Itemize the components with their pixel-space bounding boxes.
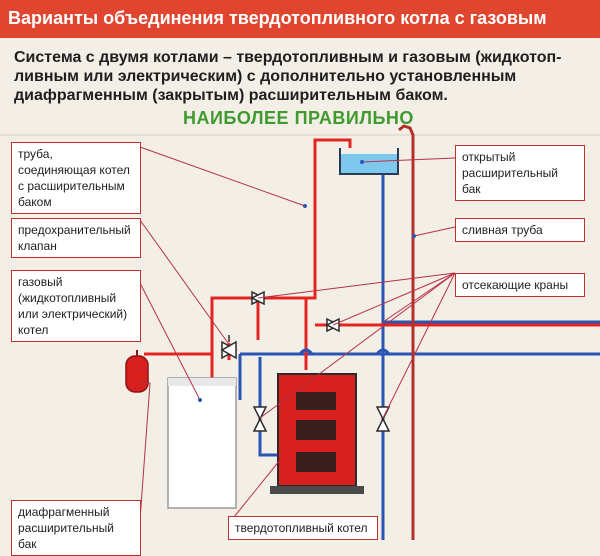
label-connecting-pipe: труба, соединяющая котел с расширительны…: [11, 142, 141, 214]
label-shutoff-valves: отсекающие краны: [455, 273, 585, 297]
label-open-tank: открытый расширительный бак: [455, 145, 585, 201]
label-solid-fuel-boiler: твердотопливный котел: [228, 516, 378, 540]
label-diaphragm-tank: диафрагменный расширительный бак: [11, 500, 141, 556]
safety-valve: [220, 335, 238, 360]
gas-boiler: [167, 377, 237, 509]
shutoff-valves: [250, 290, 391, 432]
leader-lines: [139, 146, 456, 523]
label-gas-boiler: газовый (жидкотопливный или электрически…: [11, 270, 141, 342]
valve-left: [252, 406, 268, 421]
description: Система с двумя котлами – твердотопливны…: [14, 49, 562, 104]
title-bar: Варианты объединения твердотопливного ко…: [0, 0, 600, 38]
page-title: Варианты объединения твердотопливного ко…: [8, 8, 547, 28]
drain-pipe: [398, 124, 415, 540]
solid-fuel-boiler: [270, 373, 364, 494]
label-drain-pipe: сливная труба: [455, 218, 585, 242]
label-safety-valve: предохранительный клапан: [11, 218, 141, 258]
open-expansion-tank: [339, 148, 399, 175]
diaphragm-expansion-tank: [125, 350, 149, 393]
diagram-subtitle: НАИБОЛЕЕ ПРАВИЛЬНО: [183, 108, 414, 128]
